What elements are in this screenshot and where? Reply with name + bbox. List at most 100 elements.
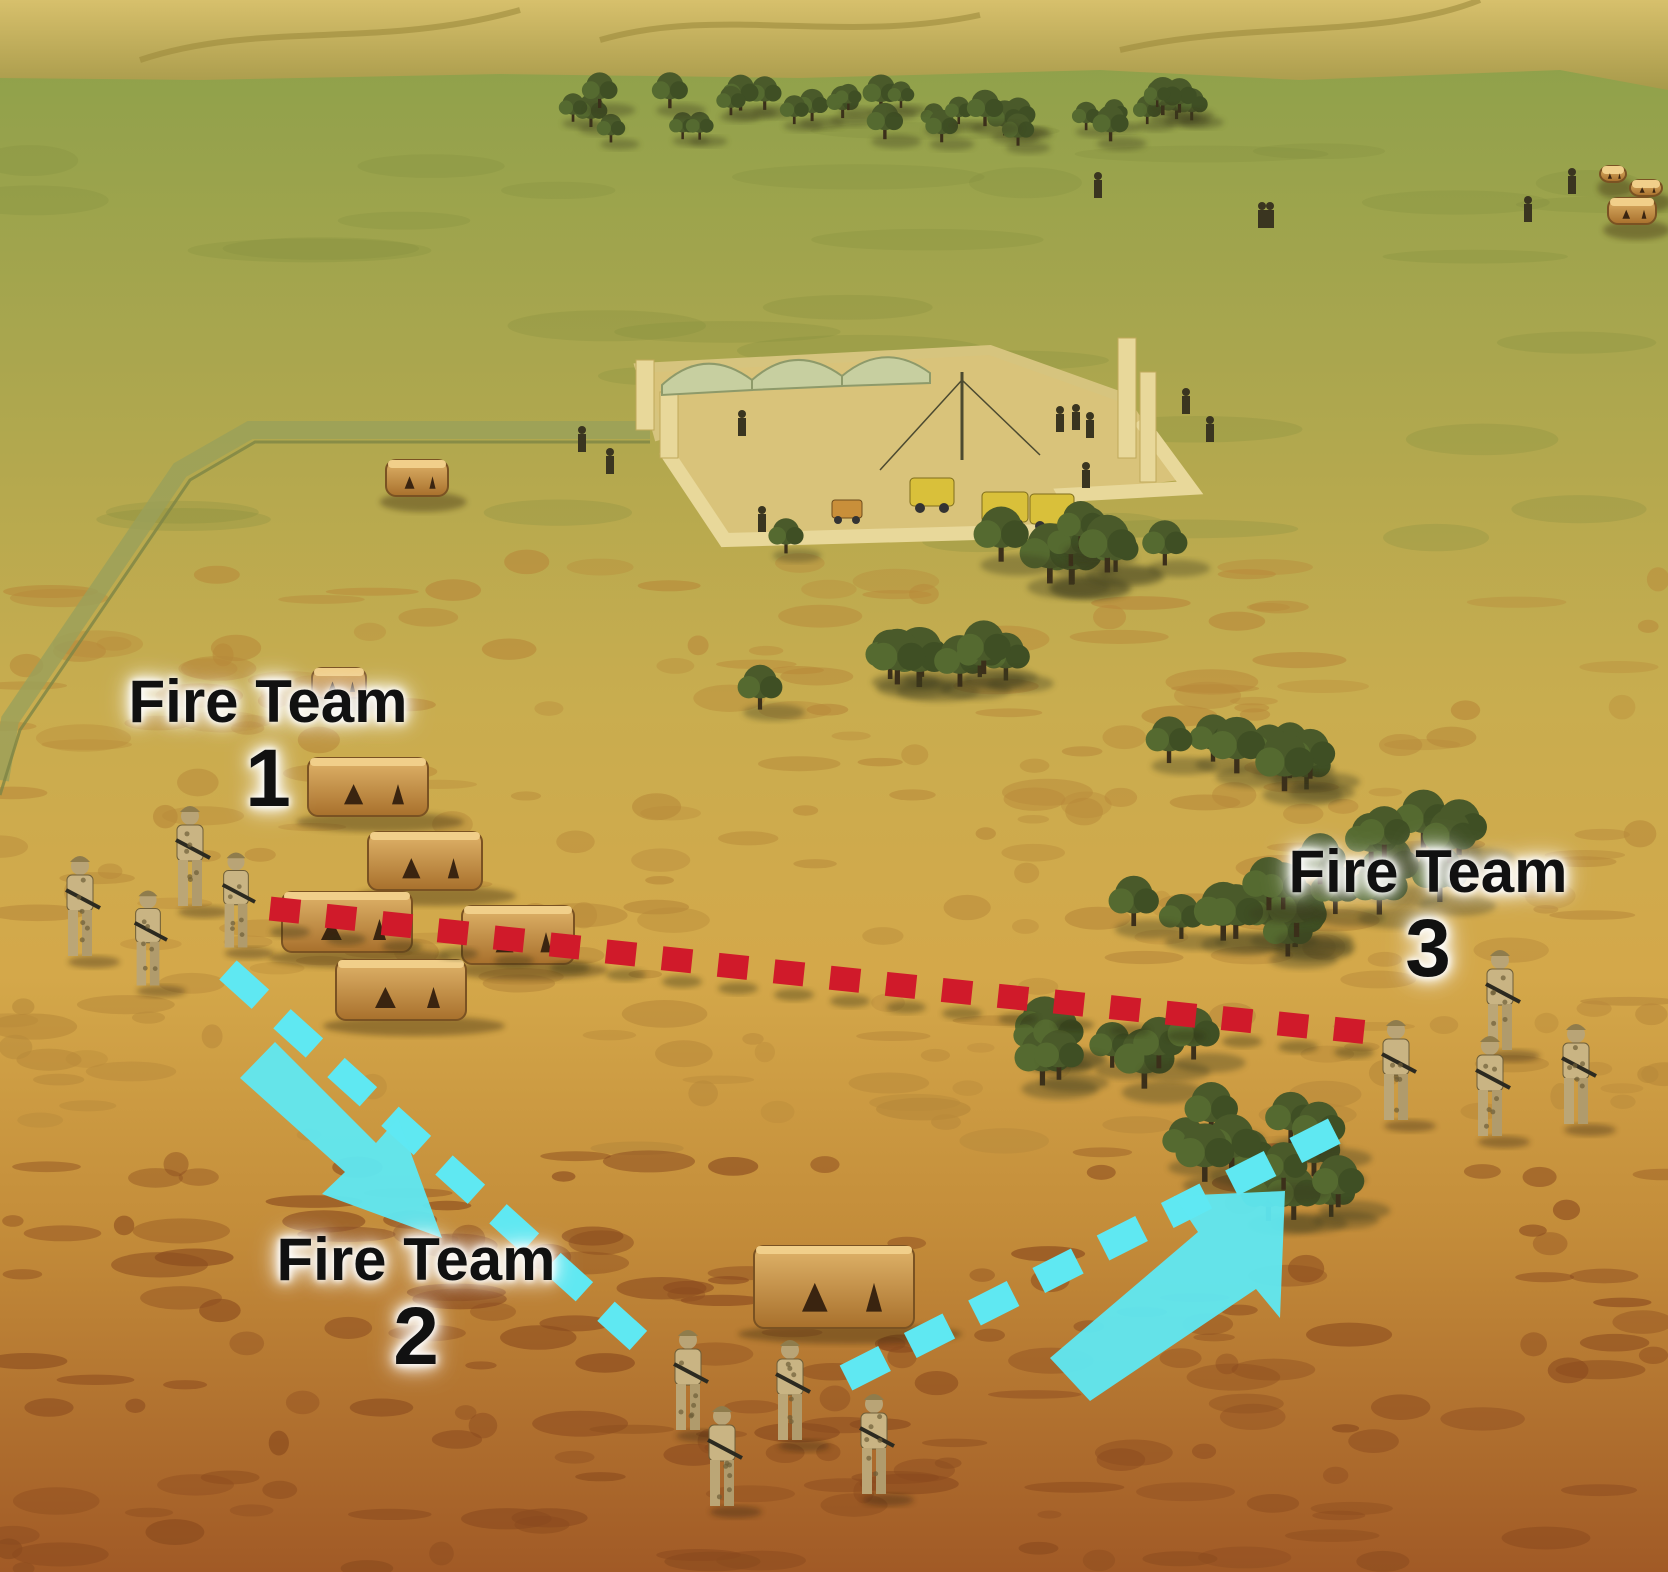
tree-icon bbox=[1144, 80, 1184, 114]
tree-icon bbox=[1092, 105, 1147, 151]
ground-patch bbox=[974, 1328, 1005, 1342]
buildings bbox=[269, 165, 1668, 1344]
ground-patch bbox=[1191, 1443, 1217, 1459]
building-icon bbox=[1603, 197, 1668, 240]
ground-patch bbox=[1610, 1094, 1636, 1109]
ground-patch bbox=[201, 1024, 223, 1049]
tree-icon bbox=[1108, 875, 1185, 939]
figure-icon bbox=[758, 506, 766, 532]
ground-patch bbox=[340, 1560, 394, 1572]
ground-patch bbox=[656, 657, 695, 674]
building-icon bbox=[1597, 165, 1634, 198]
ground-patch bbox=[582, 1029, 637, 1041]
ground-patch bbox=[262, 1480, 298, 1499]
maneuver-dash bbox=[597, 1301, 648, 1351]
ground-patch bbox=[481, 638, 537, 660]
mountain-ridges bbox=[139, 0, 1482, 63]
tree-icon bbox=[581, 72, 636, 117]
ground-patch bbox=[1193, 1333, 1235, 1342]
suppression-dash bbox=[1164, 1000, 1198, 1028]
ground-patch bbox=[180, 711, 266, 733]
ground-patch bbox=[229, 1331, 265, 1356]
ground-patch bbox=[1383, 523, 1490, 552]
ground-patch bbox=[793, 859, 837, 869]
soldier-icon bbox=[859, 1394, 914, 1506]
soldier-icon bbox=[1561, 1024, 1616, 1136]
ground-patch bbox=[810, 1156, 840, 1173]
ground-patch bbox=[23, 1225, 102, 1242]
ground-patch bbox=[1074, 145, 1329, 163]
soldier-icon bbox=[133, 890, 186, 997]
ground-patch bbox=[113, 1215, 135, 1236]
ground-patch bbox=[1580, 996, 1668, 1006]
tree-icon bbox=[1358, 806, 1436, 871]
maneuver-dash bbox=[903, 1313, 956, 1358]
ground-patch bbox=[1331, 1424, 1360, 1433]
ground-patch bbox=[429, 1541, 454, 1566]
tree-icon bbox=[651, 72, 706, 118]
ground-patch bbox=[12, 1562, 35, 1572]
ground-patch bbox=[1463, 1164, 1501, 1179]
ground-patch bbox=[157, 1474, 234, 1496]
ground-patch bbox=[374, 698, 436, 712]
ground-patch bbox=[914, 1370, 959, 1396]
ground-patch bbox=[0, 1013, 39, 1028]
ground-patch bbox=[943, 894, 991, 921]
ground-patch bbox=[1524, 882, 1576, 910]
ground-patch bbox=[1061, 746, 1103, 757]
suppression-dash bbox=[1220, 1006, 1254, 1034]
ground-patch bbox=[1356, 1550, 1410, 1572]
building-icon bbox=[296, 757, 464, 832]
ground-patch bbox=[540, 1151, 611, 1162]
ground-patch bbox=[862, 927, 904, 945]
ground-patch bbox=[1102, 1116, 1174, 1134]
suppression-dash bbox=[772, 959, 806, 987]
ground-patch bbox=[145, 1519, 205, 1546]
ground-patch bbox=[1327, 798, 1359, 814]
ground-patch bbox=[152, 804, 178, 829]
ground-patch bbox=[637, 580, 701, 592]
ground-patch bbox=[181, 655, 257, 681]
ground-patch bbox=[2, 1269, 43, 1280]
ground-patch bbox=[398, 608, 459, 627]
ground-patch bbox=[357, 154, 505, 178]
tree-icon bbox=[1351, 858, 1436, 929]
suppression-dash bbox=[548, 932, 582, 960]
ground-patch bbox=[0, 1034, 33, 1060]
mast-guy-wire bbox=[961, 379, 1041, 456]
tree-icon bbox=[737, 664, 805, 721]
mast-guy-wire bbox=[879, 379, 963, 471]
ground-patch bbox=[554, 1450, 595, 1464]
ground-patch bbox=[1102, 725, 1147, 750]
maneuver-dash bbox=[543, 1252, 594, 1302]
fire-team-3-title: Fire Team bbox=[1288, 838, 1568, 905]
ground-patch bbox=[1635, 1003, 1668, 1026]
tree-icon bbox=[1312, 1155, 1391, 1221]
ground-patch bbox=[0, 835, 29, 858]
tree-icon bbox=[1259, 862, 1331, 922]
ground-patch bbox=[566, 558, 634, 576]
ground-patch bbox=[12, 998, 35, 1016]
ground-patch bbox=[1277, 679, 1369, 693]
ground-patch bbox=[140, 1286, 222, 1310]
ground-patch bbox=[268, 1430, 289, 1456]
ground-patch bbox=[857, 757, 903, 767]
ground-patch bbox=[901, 744, 929, 766]
ground-patch bbox=[223, 935, 273, 949]
road bbox=[0, 421, 650, 782]
ground-patch bbox=[1608, 694, 1636, 720]
ground-patch bbox=[707, 1276, 749, 1285]
ground-patch bbox=[1515, 1272, 1575, 1283]
soldier-icon bbox=[707, 1406, 762, 1518]
ground-patch bbox=[1641, 1062, 1668, 1087]
ground-patch bbox=[1037, 1510, 1062, 1519]
ground-patch bbox=[222, 237, 420, 260]
suppression-dash bbox=[1276, 1011, 1310, 1039]
soldier-icon bbox=[65, 856, 120, 968]
tree-icon bbox=[887, 81, 928, 115]
ground-patch bbox=[534, 701, 564, 716]
guard-tower-left bbox=[635, 359, 655, 431]
ground-patch bbox=[757, 756, 841, 772]
ground-patch bbox=[249, 961, 305, 975]
ground-patch bbox=[1093, 604, 1127, 630]
